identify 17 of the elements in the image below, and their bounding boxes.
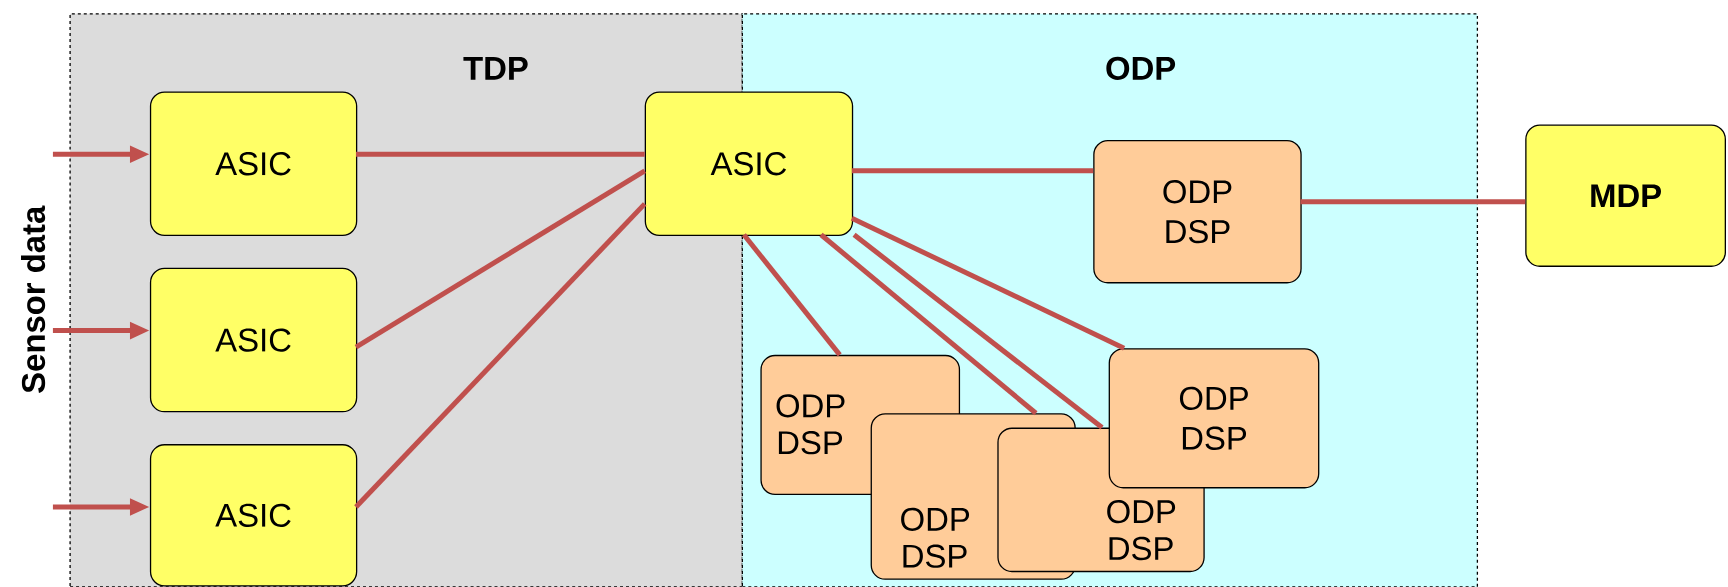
connector-line xyxy=(819,232,1038,416)
connector-line xyxy=(1300,199,1526,205)
connector-line xyxy=(356,151,645,157)
sensor-label: Sensor data xyxy=(21,205,46,393)
dsp-box: ODP DSP xyxy=(1093,139,1302,284)
connector-line xyxy=(850,215,1126,351)
connector-line xyxy=(852,232,1104,430)
connector-line xyxy=(851,168,1094,174)
connector-line xyxy=(354,202,647,509)
mdp-box: MDP xyxy=(1525,124,1726,267)
node-label: ODP DSP xyxy=(901,507,970,568)
asic-box: ASIC xyxy=(149,91,358,236)
asic-box: ASIC xyxy=(149,267,358,413)
asic-box: ASIC xyxy=(149,444,358,587)
connector-line xyxy=(354,168,646,350)
asic-box: ASIC xyxy=(644,91,854,237)
dsp-box: ODP DSP xyxy=(1108,348,1320,489)
